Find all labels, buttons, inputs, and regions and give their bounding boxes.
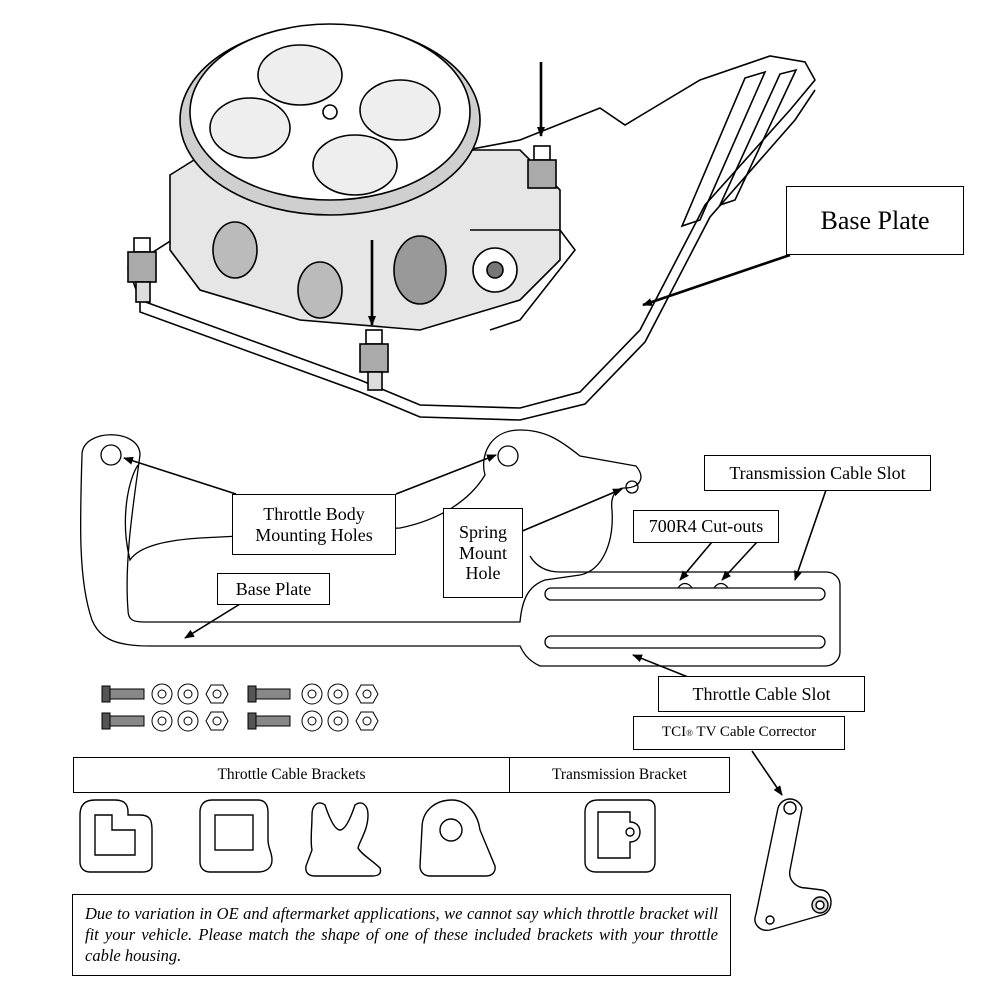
top-plate-slot-2 bbox=[718, 68, 798, 207]
header-transmission-bracket: Transmission Bracket bbox=[509, 757, 730, 793]
top-base-plate-edge bbox=[139, 89, 816, 421]
arrow-base-plate-lower bbox=[184, 603, 241, 639]
arrow-hole-right bbox=[395, 454, 497, 495]
bracket-fitment-note: Due to variation in OE and aftermarket a… bbox=[72, 894, 731, 976]
label-throttle-cable-slot: Throttle Cable Slot bbox=[658, 676, 865, 712]
header-throttle-cable-brackets: Throttle Cable Brackets bbox=[73, 757, 510, 793]
label-base-plate-top: Base Plate bbox=[786, 186, 964, 255]
stud-rear bbox=[527, 145, 557, 189]
tv-corrector-brand: TCI bbox=[661, 724, 687, 741]
stud-front-right bbox=[359, 329, 389, 391]
bore-2 bbox=[359, 79, 441, 141]
throttle-bracket-3 bbox=[305, 802, 382, 877]
arrow-cutout-2 bbox=[721, 541, 758, 581]
arrow-tv-corrector bbox=[751, 750, 783, 796]
stud-front-left bbox=[127, 237, 157, 303]
tv-corrector-rest: TV Cable Corrector bbox=[692, 724, 817, 741]
port-1 bbox=[212, 221, 258, 279]
port-2 bbox=[297, 261, 343, 319]
label-transmission-cable-slot: Transmission Cable Slot bbox=[704, 455, 931, 491]
throttle-bracket-2 bbox=[199, 799, 273, 873]
linkage-arm bbox=[470, 229, 577, 331]
label-base-plate-lower: Base Plate bbox=[217, 573, 330, 605]
arrow-trans-slot bbox=[794, 489, 827, 581]
label-spring-mount-hole: Spring Mount Hole bbox=[443, 508, 523, 598]
label-throttle-body-mounting-holes: Throttle Body Mounting Holes bbox=[232, 494, 396, 555]
base-plate-outline bbox=[81, 429, 642, 623]
bolt-row-1 bbox=[101, 685, 291, 703]
transmission-cable-slot bbox=[544, 587, 826, 601]
top-plate-slot-1 bbox=[680, 70, 767, 228]
base-plate-outer-edge bbox=[79, 454, 841, 667]
mounting-hole-left bbox=[100, 444, 122, 466]
bolt-row-2 bbox=[101, 712, 291, 730]
label-tv-cable-corrector: TCI® TV Cable Corrector bbox=[633, 716, 845, 750]
tv-cable-corrector-shape bbox=[754, 798, 832, 931]
spring-mount-hole bbox=[625, 480, 639, 494]
center-stud bbox=[322, 104, 338, 120]
arrow-hole-left bbox=[123, 456, 237, 495]
arrow-spring-hole bbox=[519, 488, 623, 533]
throttle-bracket-1 bbox=[79, 799, 153, 873]
middle-arrows bbox=[123, 454, 827, 796]
bore-1 bbox=[257, 44, 343, 106]
port-3 bbox=[393, 235, 447, 305]
throttle-body-illustration bbox=[127, 23, 816, 421]
base-plate-flat-drawing bbox=[79, 429, 841, 667]
transmission-bracket-shape bbox=[584, 799, 656, 873]
cutout-notch-2 bbox=[713, 582, 729, 589]
linkage-hub bbox=[486, 261, 504, 279]
hardware-group bbox=[101, 683, 379, 732]
arrow-throttle-slot bbox=[632, 654, 689, 678]
throttle-bracket-4 bbox=[419, 799, 496, 877]
label-700r4-cutouts: 700R4 Cut-outs bbox=[633, 510, 779, 543]
brackets bbox=[79, 798, 832, 931]
arrow-top-base-plate bbox=[642, 253, 791, 307]
arrow-cutout-1 bbox=[679, 541, 713, 581]
cutout-notch-1 bbox=[677, 582, 693, 589]
washers-nuts bbox=[151, 683, 379, 732]
bore-4 bbox=[312, 134, 398, 196]
bore-3 bbox=[209, 97, 291, 159]
mounting-hole-right bbox=[497, 445, 519, 467]
throttle-cable-slot bbox=[544, 635, 826, 649]
